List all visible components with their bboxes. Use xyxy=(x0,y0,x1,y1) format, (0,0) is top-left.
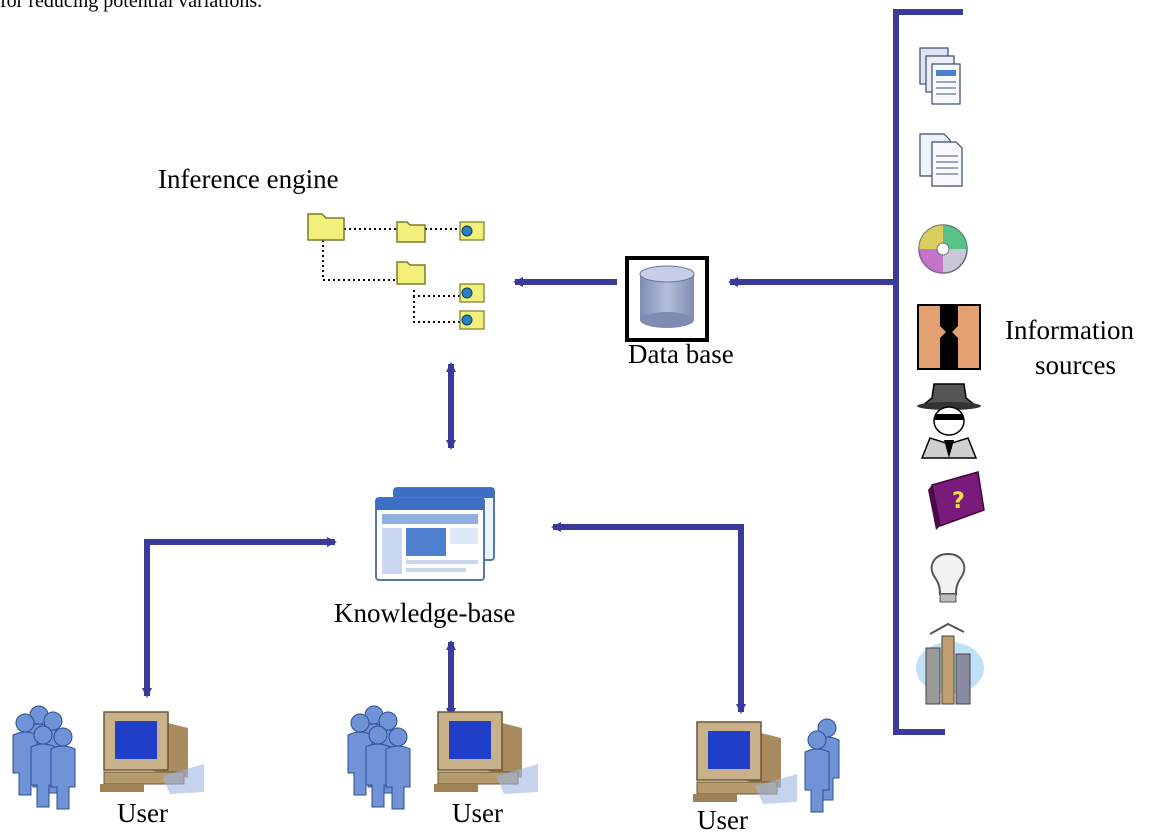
lightbulb-icon xyxy=(930,552,966,603)
city-buildings-icon xyxy=(916,622,984,705)
computer-icon-right xyxy=(692,721,798,805)
document-icon xyxy=(919,133,963,187)
information-sources-label-line2: sources xyxy=(1035,350,1116,380)
inference-engine-label: Inference engine xyxy=(158,164,339,194)
intro-text: for reducing potential variations. xyxy=(0,0,263,12)
arrow-knowledge-to-user-right xyxy=(551,522,746,714)
svg-text:?: ? xyxy=(952,489,965,514)
user-label-right: User xyxy=(697,805,748,835)
group-icon-middle xyxy=(347,705,411,810)
folder-tree-icon xyxy=(307,213,485,330)
group-icon-left xyxy=(12,705,76,810)
sources-bracket xyxy=(893,9,963,735)
arrow-knowledge-to-user-left xyxy=(142,537,337,698)
user-label-middle: User xyxy=(452,798,503,828)
detective-icon xyxy=(917,383,981,459)
knowledge-base-label: Knowledge-base xyxy=(334,598,516,628)
database-icon xyxy=(625,256,709,342)
computer-icon-middle xyxy=(433,711,539,795)
information-sources-label-line1: Information xyxy=(1005,315,1134,345)
faces-icon xyxy=(917,304,981,370)
browser-window-icon xyxy=(375,487,495,581)
computer-icon-left xyxy=(99,711,205,795)
documents-stack-icon xyxy=(919,47,961,105)
help-book-icon: ? xyxy=(928,471,985,530)
user-label-left: User xyxy=(117,798,168,828)
person-icon-right xyxy=(804,718,840,813)
database-label: Data base xyxy=(628,339,734,369)
cd-disc-icon xyxy=(918,224,968,274)
